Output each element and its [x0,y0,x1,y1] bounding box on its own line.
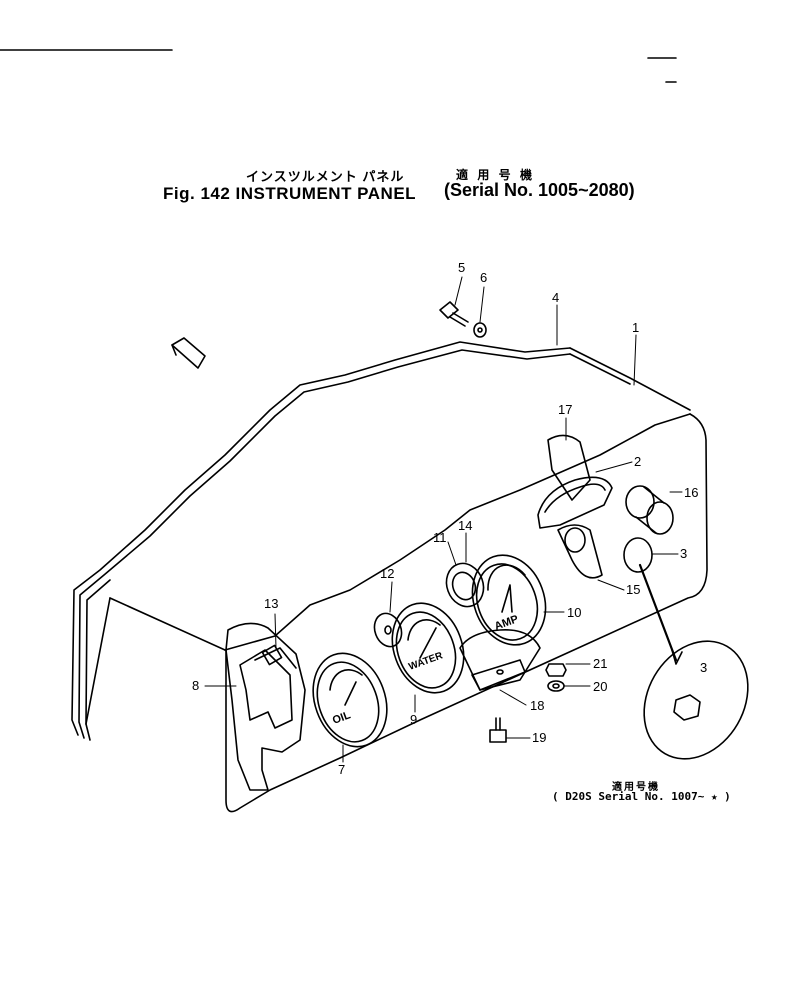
nut-21 [545,663,567,677]
callout-1: 1 [632,320,639,335]
note-serial: ( D20S Serial No. 1007~ ★ ) [552,790,731,803]
callout-18: 18 [530,698,544,713]
hole-plug [373,612,403,648]
hour-meter-plate [537,434,613,579]
bolt-5 [439,301,469,327]
knob-16 [625,485,674,535]
ammeter-gauge [471,554,547,646]
callout-7: 7 [338,762,345,777]
callout-13: 13 [264,596,278,611]
callout-14: 14 [458,518,472,533]
washer-6 [473,322,487,338]
alt-part-disc [638,563,749,760]
callout-4: 4 [552,290,559,305]
callout-21: 21 [593,656,607,671]
water-gauge-label: WATER [407,650,445,673]
callout-8: 8 [192,678,199,693]
callout-3-alt: 3 [700,660,707,675]
oil-gauge-label: OIL [331,709,353,727]
figure-serial-range: (Serial No. 1005~2080) [444,180,635,200]
front-direction-arrow [171,337,206,369]
callout-6: 6 [480,270,487,285]
figure-title: Fig. 142 INSTRUMENT PANEL [163,184,417,203]
title-applicable-japanese: 適 用 号 機 [456,168,536,182]
lower-opening-bracket [459,629,541,691]
callout-20: 20 [593,679,607,694]
callout-numbers: 1 2 3 3 4 5 6 7 8 9 10 11 12 13 14 15 16… [192,260,707,777]
callout-10: 10 [567,605,581,620]
callout-3: 3 [680,546,687,561]
callout-2: 2 [634,454,641,469]
oil-pressure-gauge [312,652,388,748]
leader-lines [204,276,683,763]
callout-16: 16 [684,485,698,500]
water-temperature-gauge [391,602,465,694]
callout-11: 11 [433,530,447,545]
callout-5: 5 [458,260,465,275]
title-japanese: インスツルメント パネル [246,169,405,184]
panel-housing-rim [71,341,691,741]
callout-19: 19 [532,730,546,745]
pilot-lamp [445,562,485,608]
callout-17: 17 [558,402,572,417]
washer-20 [547,680,565,692]
left-bracket [225,622,306,791]
callout-12: 12 [380,566,394,581]
panel-front-face [85,413,708,813]
callout-15: 15 [626,582,640,597]
note-applicable-japanese: 適用号機 [612,782,660,793]
button-3 [623,537,653,573]
callout-9: 9 [410,712,417,727]
bolt-19 [489,717,507,743]
